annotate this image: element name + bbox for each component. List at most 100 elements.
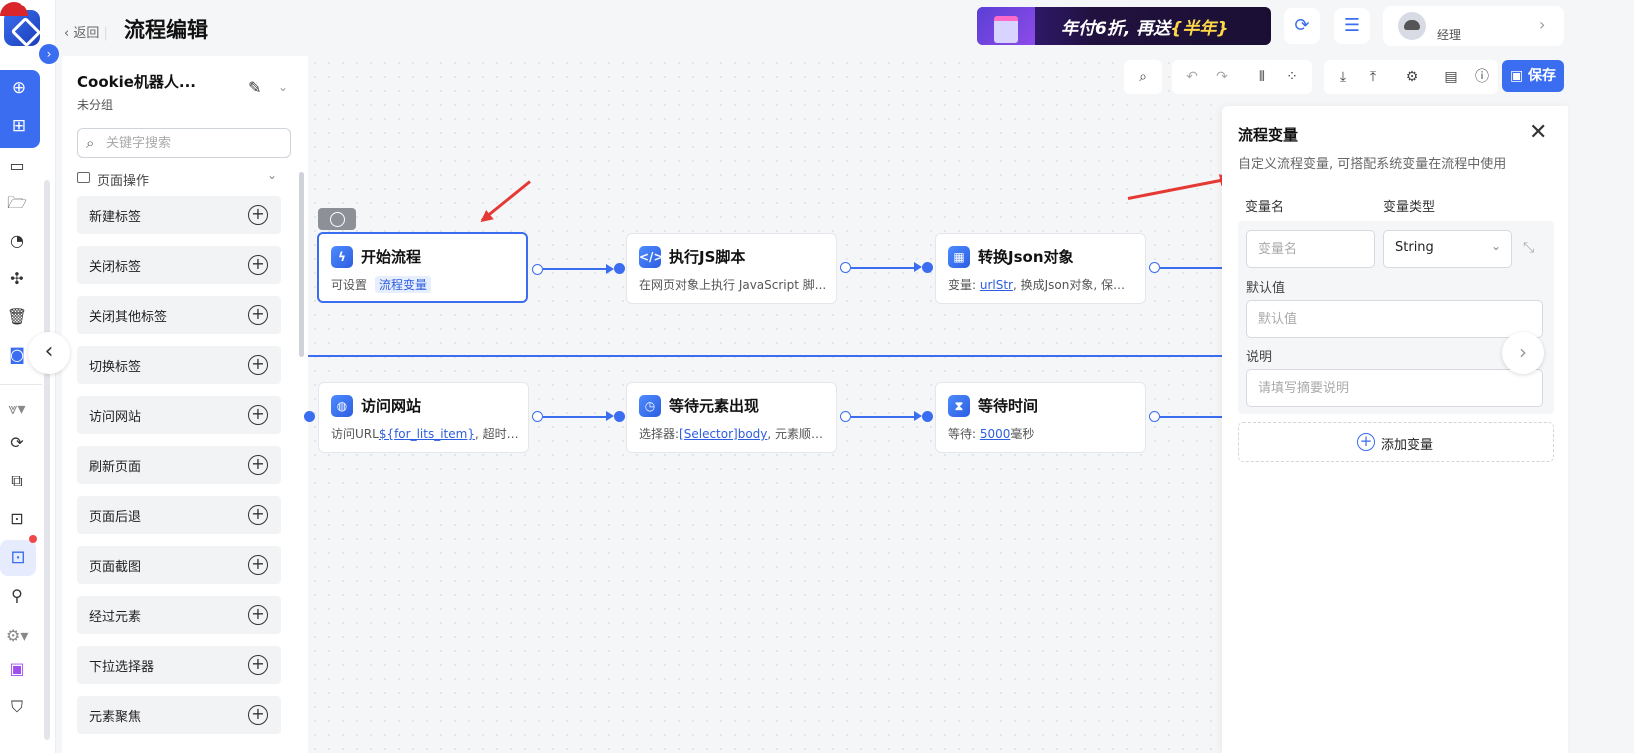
sync-icon[interactable]: ⟳	[1284, 8, 1320, 44]
add-square-icon[interactable]: ⊞	[11, 116, 27, 136]
wallet-icon[interactable]: ▣	[9, 659, 25, 678]
plus-icon[interactable]: +	[248, 305, 268, 325]
plus-icon[interactable]: +	[248, 705, 268, 725]
component-item[interactable]: 新建标签+	[77, 196, 281, 234]
shield-icon[interactable]: ⛉	[10, 697, 23, 716]
robot-active-icon[interactable]: ⊡	[0, 540, 36, 576]
plus-icon[interactable]: +	[248, 255, 268, 275]
list-icon[interactable]: ☰	[1334, 8, 1370, 44]
puzzle-icon[interactable]: ✣	[10, 269, 24, 288]
variable-link[interactable]: [Selector]body	[679, 427, 768, 441]
input-port[interactable]	[922, 262, 933, 273]
chevron-down-icon[interactable]: ⌄	[278, 80, 289, 94]
app-badge-icon[interactable]: ◙	[9, 345, 25, 364]
align-icon[interactable]: ⫴	[1259, 69, 1265, 85]
flow-icon[interactable]: ⧉	[11, 471, 23, 490]
add-circle-icon[interactable]: ⊕	[11, 78, 27, 98]
plus-icon[interactable]: +	[248, 405, 268, 425]
import-icon[interactable]: ⤓	[1339, 69, 1347, 85]
output-port[interactable]	[840, 262, 851, 273]
plus-icon[interactable]: +	[248, 205, 268, 225]
variable-type-select[interactable]: String ⌄	[1383, 230, 1512, 268]
component-item[interactable]: 关闭标签+	[77, 246, 281, 284]
avatar	[1398, 12, 1426, 40]
refresh-circle-icon[interactable]: ⟳	[10, 433, 24, 452]
node-tag-icon[interactable]	[318, 208, 356, 230]
redo-icon[interactable]: ↷	[1216, 69, 1228, 85]
open-folder-icon[interactable]: 🗁	[7, 193, 27, 212]
undo-icon[interactable]: ↶	[1186, 69, 1198, 85]
close-icon[interactable]: ✕	[1529, 120, 1548, 145]
code-icon: </>	[639, 246, 664, 268]
edit-pen-icon[interactable]: ✎	[248, 78, 262, 97]
node-wait-time[interactable]: ⧗ 等待时间 等待: 5000毫秒	[935, 382, 1146, 453]
expand-rail-icon[interactable]: ›	[39, 44, 59, 64]
chart-dropdown-icon[interactable]: ⩔▾	[8, 399, 26, 418]
input-port[interactable]	[304, 411, 315, 422]
settings-icon[interactable]: ⚙	[1405, 69, 1419, 85]
panel-scrollbar[interactable]	[299, 172, 304, 357]
component-item[interactable]: 刷新页面+	[77, 446, 281, 484]
component-item[interactable]: 页面截图+	[77, 546, 281, 584]
node-start[interactable]: ϟ 开始流程 可设置流程变量	[317, 232, 528, 303]
component-item[interactable]: 访问网站+	[77, 396, 281, 434]
node-to-json[interactable]: ▦ 转换Json对象 变量: urlStr, 换成Json对象, 保存...	[935, 233, 1146, 304]
flow-variable-chip[interactable]: 流程变量	[375, 276, 432, 293]
plus-icon[interactable]: +	[248, 555, 268, 575]
rail-scrollbar[interactable]	[44, 180, 50, 740]
add-variable-button[interactable]: + 添加变量	[1238, 422, 1554, 462]
node-desc: 在网页对象上执行 JavaScript 脚...	[639, 278, 827, 292]
component-item[interactable]: 下拉选择器+	[77, 646, 281, 684]
promo-banner[interactable]: 年付6折, 再送{半年}	[977, 7, 1271, 45]
collapse-panel-icon[interactable]: ‹	[28, 332, 70, 374]
trash-icon[interactable]: 🗑	[6, 307, 28, 326]
plug-icon[interactable]: ⚲	[11, 586, 23, 605]
component-item[interactable]: 元素聚焦+	[77, 696, 281, 734]
globe-icon[interactable]: ◔	[10, 231, 24, 250]
plus-icon[interactable]: +	[248, 505, 268, 525]
node-visit-site[interactable]: ◍ 访问网站 访问URL${for_lits_item}, 超时等待...	[318, 382, 529, 453]
input-port[interactable]	[614, 411, 625, 422]
plus-icon[interactable]: +	[248, 355, 268, 375]
plus-icon[interactable]: +	[248, 455, 268, 475]
category-label[interactable]: 页面操作	[97, 174, 150, 189]
settings-dropdown-icon[interactable]: ⚙▾	[6, 626, 29, 645]
search-input[interactable]	[106, 133, 286, 153]
output-port[interactable]	[840, 411, 851, 422]
robot-icon[interactable]: ⊡	[10, 509, 24, 528]
save-button[interactable]: ▣ 保存	[1502, 60, 1564, 92]
default-value-input[interactable]	[1246, 300, 1543, 338]
variable-link[interactable]: urlStr	[979, 278, 1013, 292]
user-menu[interactable]: 经理 ›	[1383, 6, 1564, 46]
output-port[interactable]	[532, 411, 543, 422]
layout-icon[interactable]: ⁘	[1286, 69, 1298, 85]
back-link[interactable]: ‹ 返回 |	[64, 26, 108, 41]
description-input[interactable]	[1246, 369, 1543, 407]
component-item[interactable]: 经过元素+	[77, 596, 281, 634]
next-arrow-icon[interactable]: ›	[1502, 332, 1544, 374]
collapse-chevron-icon[interactable]: ⌄	[267, 168, 278, 182]
notes-icon[interactable]: ▤	[1444, 69, 1458, 85]
collapse-row-icon[interactable]: ⤡	[1523, 240, 1535, 256]
node-exec-js[interactable]: </> 执行JS脚本 在网页对象上执行 JavaScript 脚...	[626, 233, 837, 304]
output-port[interactable]	[1149, 262, 1160, 273]
export-icon[interactable]: ⤒	[1369, 69, 1377, 85]
input-port[interactable]	[614, 263, 625, 274]
zoom-search-icon[interactable]: ⌕	[1139, 69, 1147, 85]
plus-icon[interactable]: +	[248, 605, 268, 625]
variable-link[interactable]: ${for_lits_item}	[378, 427, 475, 441]
variable-link[interactable]: 5000	[979, 427, 1011, 441]
component-item[interactable]: 关闭其他标签+	[77, 296, 281, 334]
folder-icon[interactable]: ▭	[9, 156, 25, 175]
node-wait-element[interactable]: ◷ 等待元素出现 选择器:[Selector]body, 元素顺序: ...	[626, 382, 837, 453]
input-port[interactable]	[922, 411, 933, 422]
plus-icon[interactable]: +	[248, 655, 268, 675]
variable-name-input[interactable]	[1246, 230, 1375, 268]
app-logo[interactable]	[4, 10, 40, 46]
output-port[interactable]	[532, 264, 543, 275]
output-port[interactable]	[1149, 411, 1160, 422]
santa-hat-decoration	[0, 0, 28, 16]
component-item[interactable]: 页面后退+	[77, 496, 281, 534]
info-icon[interactable]: ⓘ	[1475, 69, 1489, 85]
component-item[interactable]: 切换标签+	[77, 346, 281, 384]
